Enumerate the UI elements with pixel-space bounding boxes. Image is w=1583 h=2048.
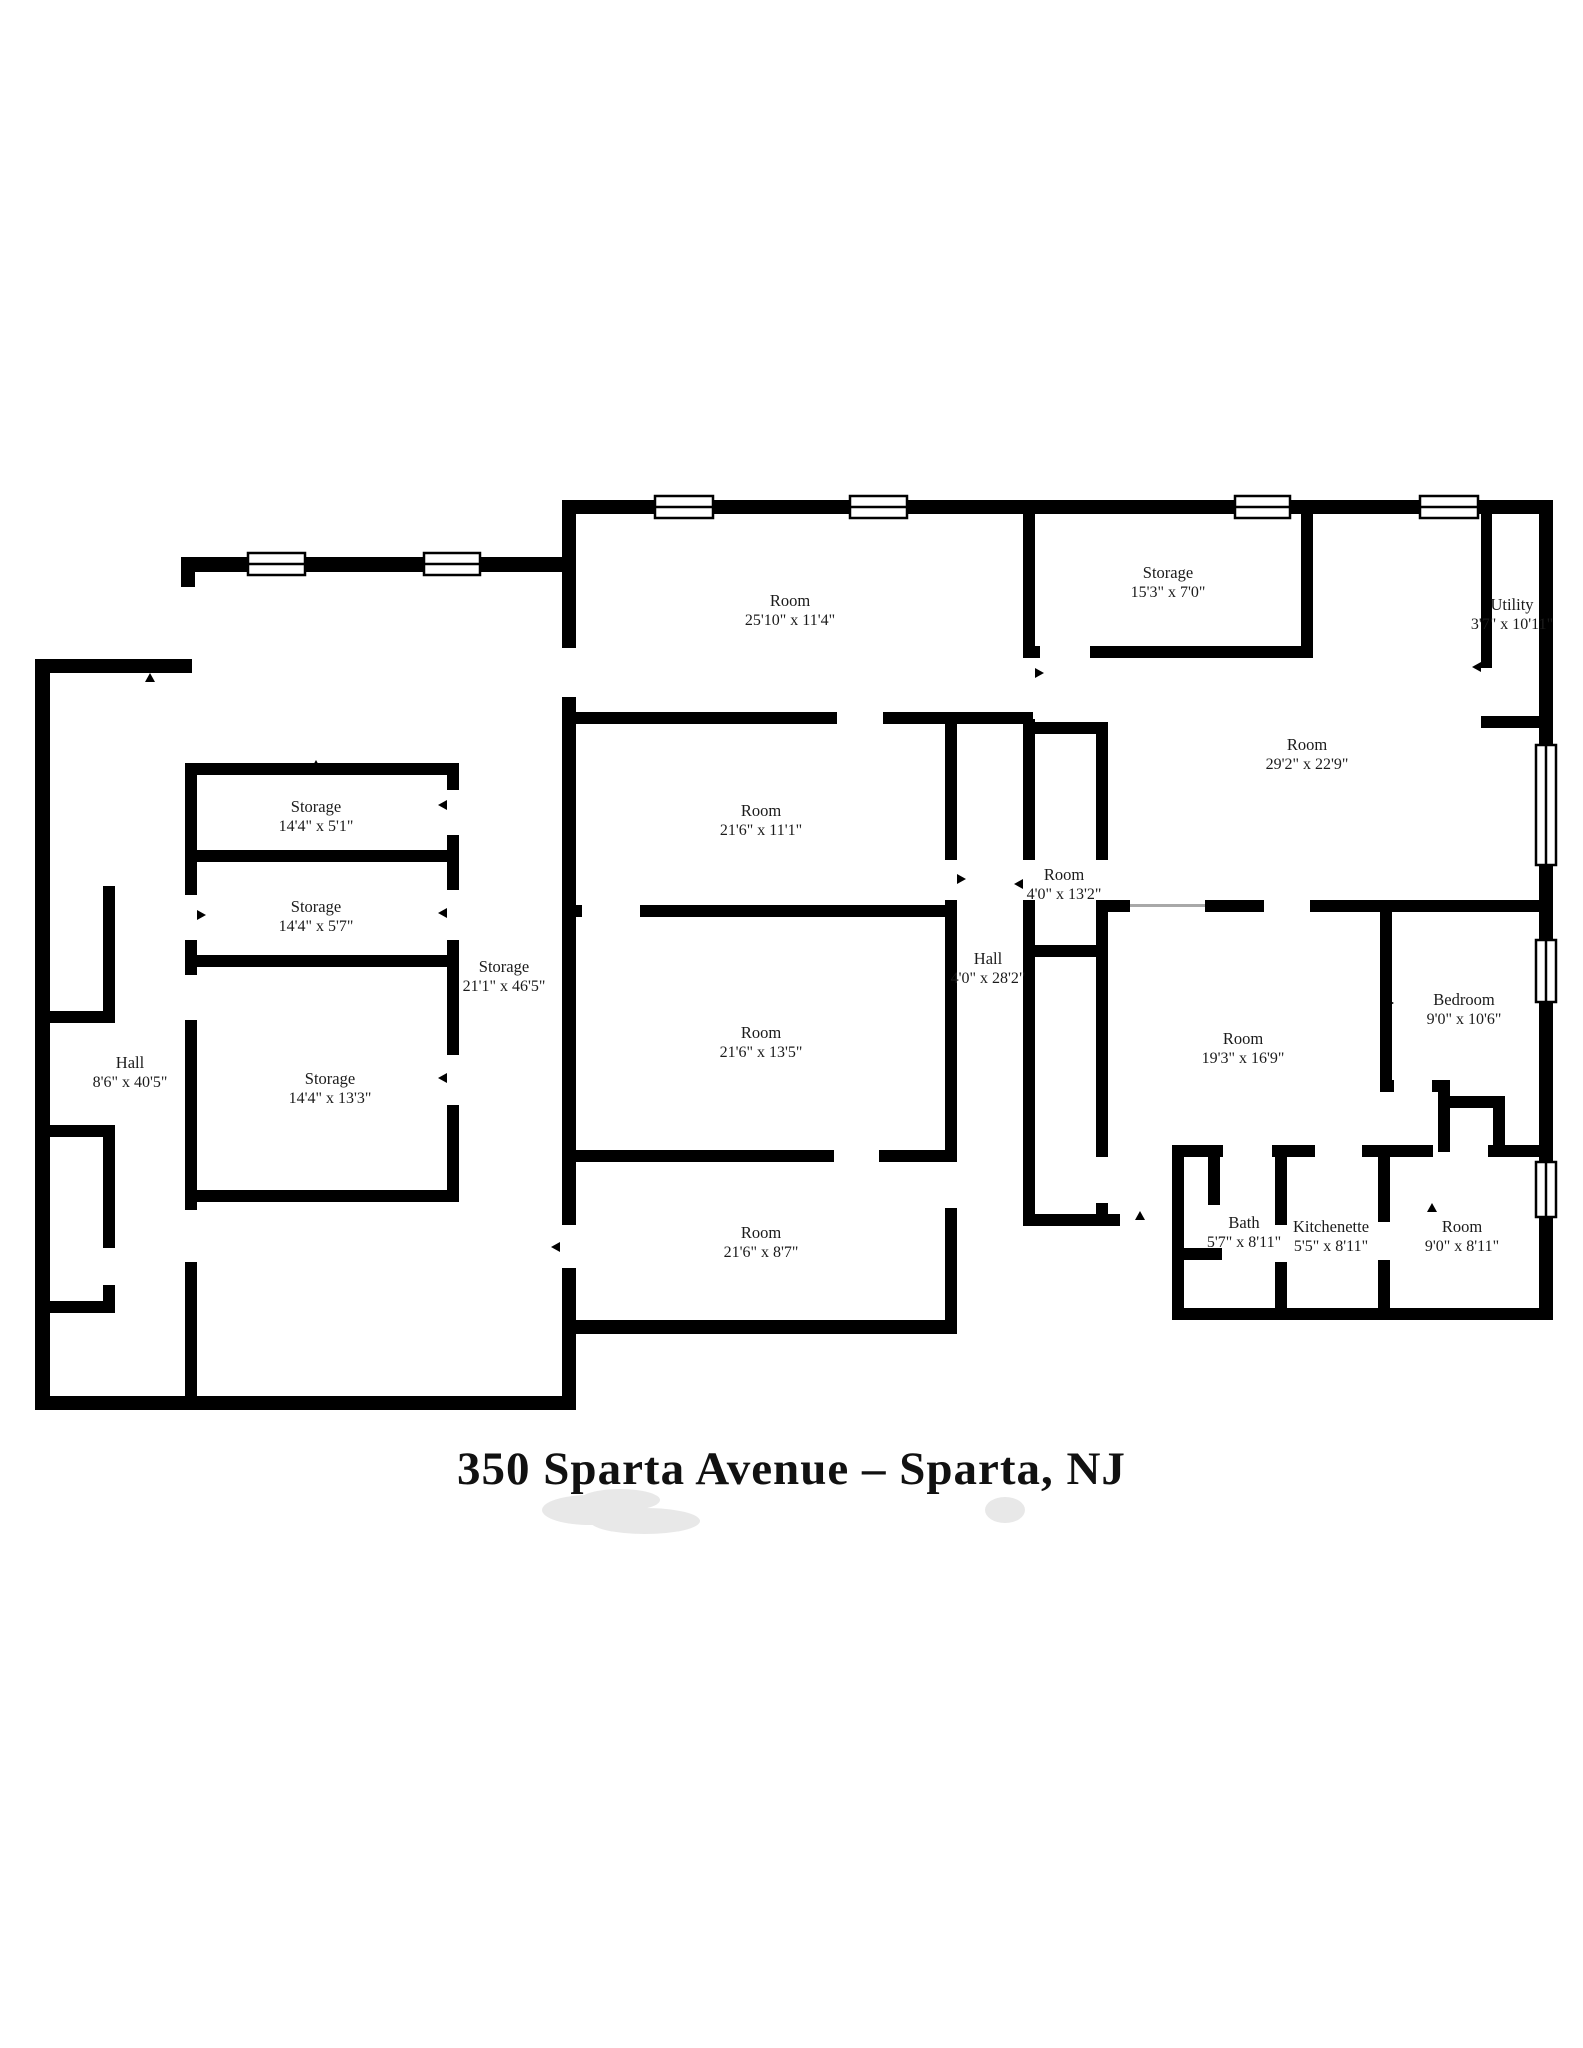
- window-icon: [1418, 494, 1480, 520]
- room-label-12-room: 21'6" x 13'5": [720, 1044, 803, 1061]
- room-labels: Room 25'10" x 11'4" Storage 15'3" x 7'0" Uti…: [93, 563, 1554, 1261]
- room-label-18-room: 9'0" x 8'11": [1425, 1238, 1499, 1255]
- room-label-15-room: 21'6" x 8'7": [724, 1244, 799, 1261]
- room-label-15-room: Room: [741, 1223, 782, 1242]
- room-label-3-room: 29'2" x 22'9": [1266, 756, 1349, 773]
- room-label-1-storage: Storage: [1143, 563, 1193, 582]
- room-label-16-bath: 5'7" x 8'11": [1207, 1234, 1281, 1251]
- room-label-4-storage: Storage: [291, 797, 341, 816]
- room-label-13-room: 19'3" x 16'9": [1202, 1050, 1285, 1067]
- room-label-7-room: Room: [741, 801, 782, 820]
- room-label-16-bath: Bath: [1228, 1213, 1260, 1232]
- window-icon: [246, 551, 307, 577]
- room-label-1-storage: 15'3" x 7'0": [1131, 584, 1206, 601]
- room-label-8-room: Room: [1044, 865, 1085, 884]
- window-icon: [1534, 938, 1558, 1004]
- room-label-13-room: Room: [1223, 1029, 1264, 1048]
- room-label-17-kitchenette: 5'5" x 8'11": [1294, 1238, 1368, 1255]
- room-label-18-room: Room: [1442, 1217, 1483, 1236]
- room-label-12-room: Room: [741, 1023, 782, 1042]
- room-label-2-utility: Utility: [1490, 595, 1534, 614]
- window-icon: [1534, 1160, 1558, 1219]
- window-icon: [422, 551, 482, 577]
- room-label-14-bedroom: 9'0" x 10'6": [1427, 1011, 1502, 1028]
- room-label-0-room: Room: [770, 591, 811, 610]
- window-icon: [1534, 743, 1558, 867]
- window-icon: [653, 494, 715, 520]
- room-label-17-kitchenette: Kitchenette: [1293, 1217, 1369, 1236]
- walls: [35, 500, 1553, 1410]
- room-label-5-storage: Storage: [291, 897, 341, 916]
- room-label-9-hall: Hall: [974, 949, 1003, 968]
- room-label-14-bedroom: Bedroom: [1433, 990, 1495, 1009]
- room-label-6-storage: Storage: [479, 957, 529, 976]
- room-label-4-storage: 14'4" x 5'1": [279, 818, 354, 835]
- room-label-3-room: Room: [1287, 735, 1328, 754]
- plan-title: 350 Sparta Avenue – Sparta, NJ: [457, 1443, 1126, 1495]
- room-label-11-hall: Hall: [116, 1053, 145, 1072]
- room-label-10-storage: 14'4" x 13'3": [289, 1090, 372, 1107]
- window-icon: [1233, 494, 1292, 520]
- window-icon: [848, 494, 909, 520]
- room-label-9-hall: 4'0" x 28'2": [951, 970, 1026, 987]
- room-label-0-room: 25'10" x 11'4": [745, 612, 835, 629]
- room-label-2-utility: 3'7" x 10'11": [1471, 616, 1553, 633]
- windows: [246, 494, 1558, 1219]
- room-label-7-room: 21'6" x 11'1": [720, 822, 802, 839]
- room-label-5-storage: 14'4" x 5'7": [279, 918, 354, 935]
- room-label-6-storage: 21'1" x 46'5": [463, 978, 546, 995]
- door-ticks: [145, 662, 1495, 1307]
- watermark-dot: [985, 1497, 1025, 1523]
- room-label-11-hall: 8'6" x 40'5": [93, 1074, 168, 1091]
- wide-opening-line: [1130, 904, 1205, 907]
- room-label-10-storage: Storage: [305, 1069, 355, 1088]
- room-label-8-room: 4'0" x 13'2": [1027, 886, 1102, 903]
- watermark-blob: [542, 1489, 700, 1534]
